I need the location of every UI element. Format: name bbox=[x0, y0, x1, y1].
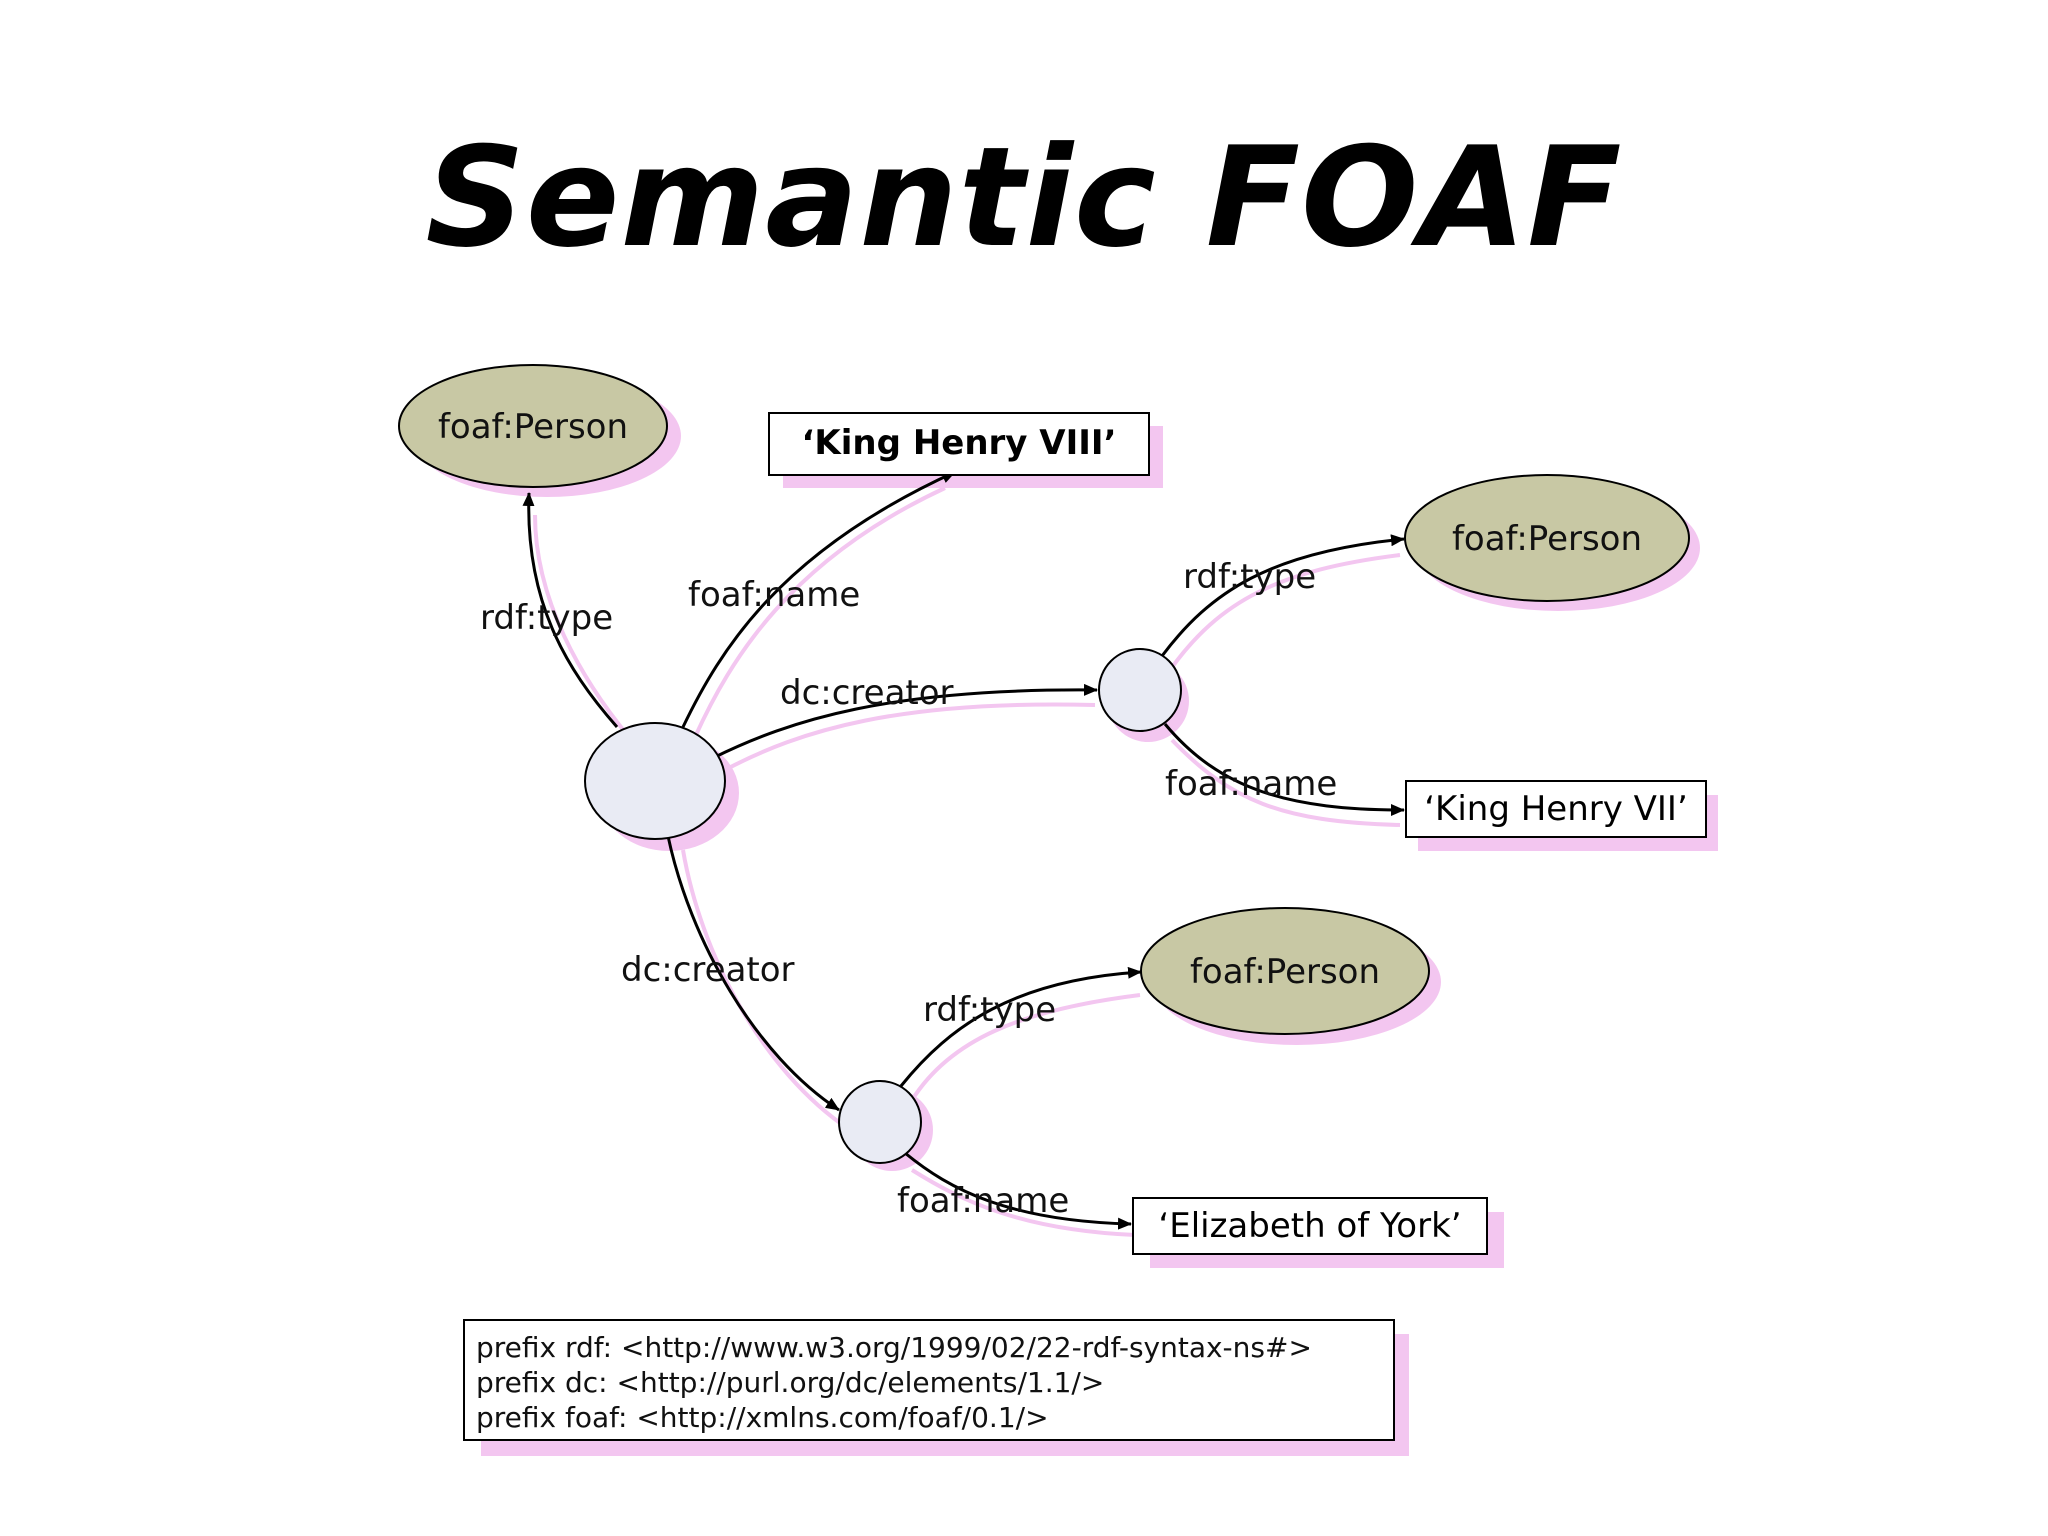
class-node-person-bottom: foaf:Person bbox=[1140, 907, 1430, 1035]
edge-label-main-foaf-name: foaf:name bbox=[688, 575, 860, 615]
edge-label-main-dc-creator-right: dc:creator bbox=[780, 673, 954, 713]
edge-label-main-rdf-type: rdf:type bbox=[480, 598, 613, 638]
edge-label-bottom-rdf-type: rdf:type bbox=[923, 990, 1056, 1030]
edge-label-bottom-foaf-name: foaf:name bbox=[897, 1181, 1069, 1221]
edge-label-main-dc-creator-bottom: dc:creator bbox=[621, 950, 795, 990]
edge-main-dc-creator-right bbox=[712, 683, 1098, 760]
edge-label-right-rdf-type: rdf:type bbox=[1183, 557, 1316, 597]
class-node-person-right: foaf:Person bbox=[1404, 474, 1690, 602]
prefix-line-rdf: prefix rdf: <http://www.w3.org/1999/02/2… bbox=[476, 1331, 1312, 1364]
edge-labels: rdf:type foaf:name dc:creator dc:creator… bbox=[480, 557, 1337, 1221]
edge-label-right-foaf-name: foaf:name bbox=[1165, 764, 1337, 804]
edge-main-foaf-name bbox=[681, 470, 956, 728]
literal-node-elizabeth: ‘Elizabeth of York’ bbox=[1132, 1197, 1488, 1255]
slide-title: Semantic FOAF bbox=[425, 117, 1623, 278]
class-node-person-top: foaf:Person bbox=[398, 364, 668, 488]
edge-right-rdf-type bbox=[1160, 534, 1405, 657]
literal-label: ‘Elizabeth of York’ bbox=[1158, 1206, 1461, 1246]
literal-node-henry8: ‘King Henry VIII’ bbox=[768, 412, 1150, 476]
prefix-line-foaf: prefix foaf: <http://xmlns.com/foaf/0.1/… bbox=[476, 1401, 1049, 1434]
edge-bottom-rdf-type bbox=[899, 966, 1142, 1087]
literal-label: ‘King Henry VII’ bbox=[1424, 789, 1688, 829]
edges bbox=[522, 470, 1405, 1230]
edge-echo-layer bbox=[533, 486, 1401, 1237]
resource-node-right bbox=[1098, 648, 1182, 732]
literal-node-henry7: ‘King Henry VII’ bbox=[1405, 780, 1707, 838]
edge-main-dc-creator-bottom bbox=[666, 835, 840, 1112]
resource-node-bottom bbox=[838, 1080, 922, 1164]
prefix-box: prefix rdf: <http://www.w3.org/1999/02/2… bbox=[463, 1319, 1395, 1441]
resource-node-main bbox=[584, 722, 726, 840]
literal-label: ‘King Henry VIII’ bbox=[802, 423, 1117, 463]
class-label: foaf:Person bbox=[1190, 952, 1380, 992]
class-label: foaf:Person bbox=[1452, 519, 1642, 559]
edge-right-foaf-name bbox=[1163, 723, 1405, 816]
class-label: foaf:Person bbox=[438, 407, 628, 447]
edge-bottom-foaf-name bbox=[904, 1151, 1132, 1230]
prefix-line-dc: prefix dc: <http://purl.org/dc/elements/… bbox=[476, 1366, 1104, 1399]
edge-main-rdf-type bbox=[522, 492, 619, 728]
